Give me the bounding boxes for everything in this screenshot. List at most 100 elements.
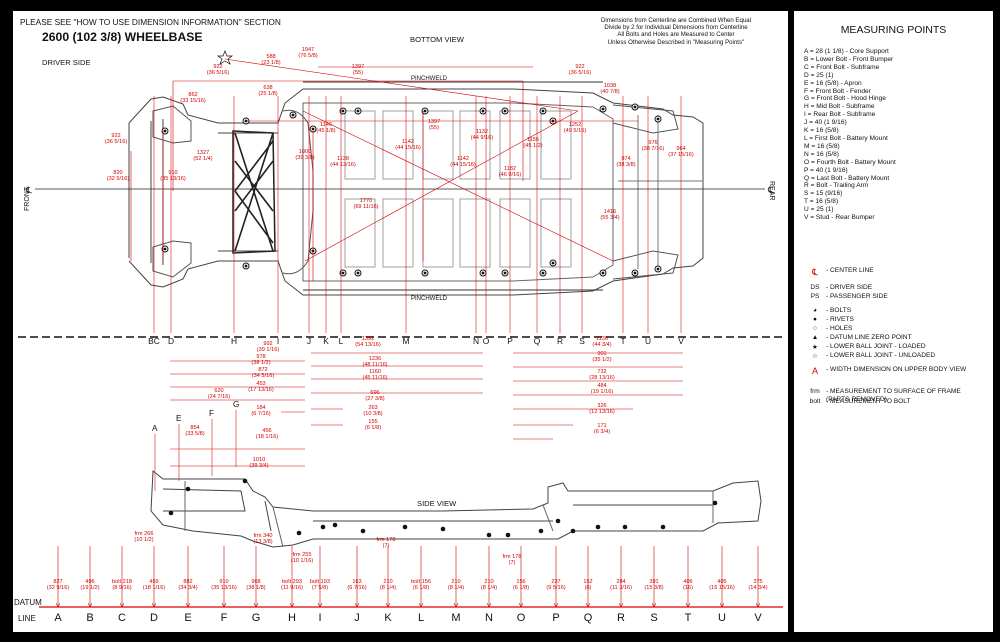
centerline-front-symbol: ℄ [25, 185, 32, 195]
bolt-center [551, 261, 555, 265]
top-dimension: 922(36 5/16) [569, 64, 592, 76]
datum-point-letter: T [685, 612, 692, 624]
datum-dimension: 459(18 1/16) [143, 579, 166, 591]
datum-dimension: 210(8 1/4) [380, 579, 396, 591]
datum-point-letter: O [517, 612, 526, 624]
datum-point-letter: B [86, 612, 93, 624]
measuring-point-item: B = Lower Bolt - Front Bumper [804, 55, 894, 63]
pinchweld-lines [303, 81, 603, 291]
rear-label: REAR [768, 181, 775, 200]
legend-symbol-text: - MEASUREMENT TO BOLT [826, 398, 911, 405]
bolt-center [633, 105, 637, 109]
legend-symbol-text: - WIDTH DIMENSION ON UPPER BODY VIEW [826, 366, 967, 373]
symbol-legend-item: bolt - MEASUREMENT TO BOLT [804, 398, 986, 406]
side-bolt-point [555, 518, 561, 524]
top-dimension: 1000(39 3/8) [295, 149, 314, 161]
legend-symbol-icon: frm [810, 388, 820, 395]
legend-symbol-icon: bolt [809, 398, 821, 405]
datum-dimension: 968(38 1/8) [246, 579, 265, 591]
datum-point-letter: L [418, 612, 424, 624]
floor-panel [540, 110, 572, 180]
side-bolt-point [185, 486, 191, 492]
mid-dimension: 1236(48 11/16) [362, 356, 387, 368]
underbody-outline [128, 88, 704, 296]
side-bolt-point [505, 532, 511, 538]
datum-dimension: bolt 156(6 1/8) [411, 579, 431, 591]
datum-dimension: 210(8 1/4) [448, 579, 464, 591]
datum-point-letter: R [617, 612, 625, 624]
top-dimension: 638(25 1/8) [258, 85, 277, 97]
datum-dimension: 284(11 3/16) [610, 579, 632, 591]
top-dimension: 820(32 5/16) [107, 170, 130, 182]
bolt-center [291, 113, 295, 117]
upper-point-letter: V [678, 336, 684, 346]
bolt-center [633, 271, 637, 275]
datum-dimension: 882(34 3/4) [178, 579, 197, 591]
datum-dimension: 210(8 1/4) [481, 579, 497, 591]
datum-point-letter: N [485, 612, 493, 624]
floor-panel [499, 198, 531, 268]
see-section-note: PLEASE SEE "HOW TO USE DIMENSION INFORMA… [20, 17, 281, 27]
ball-joint-loaded-icon [216, 50, 234, 65]
mid-dimension: 732(28 13/16) [589, 369, 615, 381]
upper-point-letter: S [579, 336, 585, 346]
datum-point-letter: U [718, 612, 726, 624]
centerline-rear-symbol: ℄ [767, 185, 774, 195]
measuring-points-panel: MEASURING POINTS A = 28 (1 1/8) - Core S… [794, 11, 993, 632]
legend-symbol-text: - CENTER LINE [826, 267, 874, 274]
datum-point-letter: G [252, 612, 261, 624]
datum-point-letter: K [384, 612, 392, 624]
datum-dimension: bolt 193(7 5/8) [310, 579, 330, 591]
datum-point-letter: I [318, 612, 321, 624]
measuring-point-item: L = First Bolt - Battery Mount [804, 134, 888, 142]
datum-dimension: 391(15 3/8) [644, 579, 663, 591]
symbol-legend-item: ○- HOLES [804, 325, 986, 333]
symbol-legend-item: A- WIDTH DIMENSION ON UPPER BODY VIEW [804, 366, 986, 376]
dimension-line [302, 110, 614, 262]
floor-panel [382, 110, 414, 180]
legend-symbol-icon: DS [810, 284, 820, 291]
mid-dimension: 992(39 1/16) [257, 341, 280, 353]
top-dimension: 910(35 13/16) [160, 170, 186, 182]
datum-point-letter: C [118, 612, 126, 624]
bolt-center [541, 271, 545, 275]
upper-point-letter: D [168, 336, 174, 346]
legend-symbol-text: - RIVETS [826, 316, 854, 323]
top-dimension: 862(33 15/16) [180, 92, 206, 104]
top-dimension: 588(23 1/8) [261, 54, 280, 66]
mid-dimension: 696(27 3/8) [365, 390, 384, 402]
datum-dims: 827(32 9/16)496(19 1/2)bolt 218(8 9/16)4… [47, 546, 768, 608]
bolt-center [244, 264, 248, 268]
measuring-point-item: T = 16 (5/8) [804, 198, 839, 206]
top-dimension: 1770(69 11/16) [353, 198, 378, 210]
upper-body-letter: A [152, 424, 158, 433]
mid-dimension: 184(6 7/16) [251, 405, 270, 417]
legend-symbol-icon: ★ [812, 344, 818, 351]
mid-dimension: 901(35 1/2) [592, 351, 611, 363]
side-bolt-point [538, 528, 544, 534]
dimension-line [224, 58, 579, 112]
wheelbase-title: 2600 (102 3/8) WHEELBASE [42, 30, 203, 44]
bolt-center [601, 271, 605, 275]
side-bolt-point [242, 478, 248, 484]
upper-point-letter: J [307, 336, 311, 346]
mid-dimension: 620(24 7/16) [208, 388, 231, 400]
measuring-point-item: I = Rear Bolt - Subframe [804, 111, 876, 119]
side-profile [150, 469, 762, 548]
upper-point-letter: I [277, 336, 279, 346]
top-dimension: 1947(76 5/8) [298, 47, 317, 59]
bolt-center [503, 271, 507, 275]
measuring-point-item: K = 16 (5/8) [804, 127, 839, 135]
datum-dimension: 237(9 5/16) [546, 579, 565, 591]
datum-dimension: bolt 218(8 9/16) [112, 579, 132, 591]
floor-panel [540, 198, 572, 268]
upper-point-letter: BC [148, 336, 160, 346]
upper-point-letter: O [483, 336, 490, 346]
bolt-center [163, 247, 167, 251]
upper-point-letter: H [231, 336, 237, 346]
datum-dimension: 156(6 1/8) [513, 579, 529, 591]
top-dimension: 974(38 3/8) [616, 156, 635, 168]
